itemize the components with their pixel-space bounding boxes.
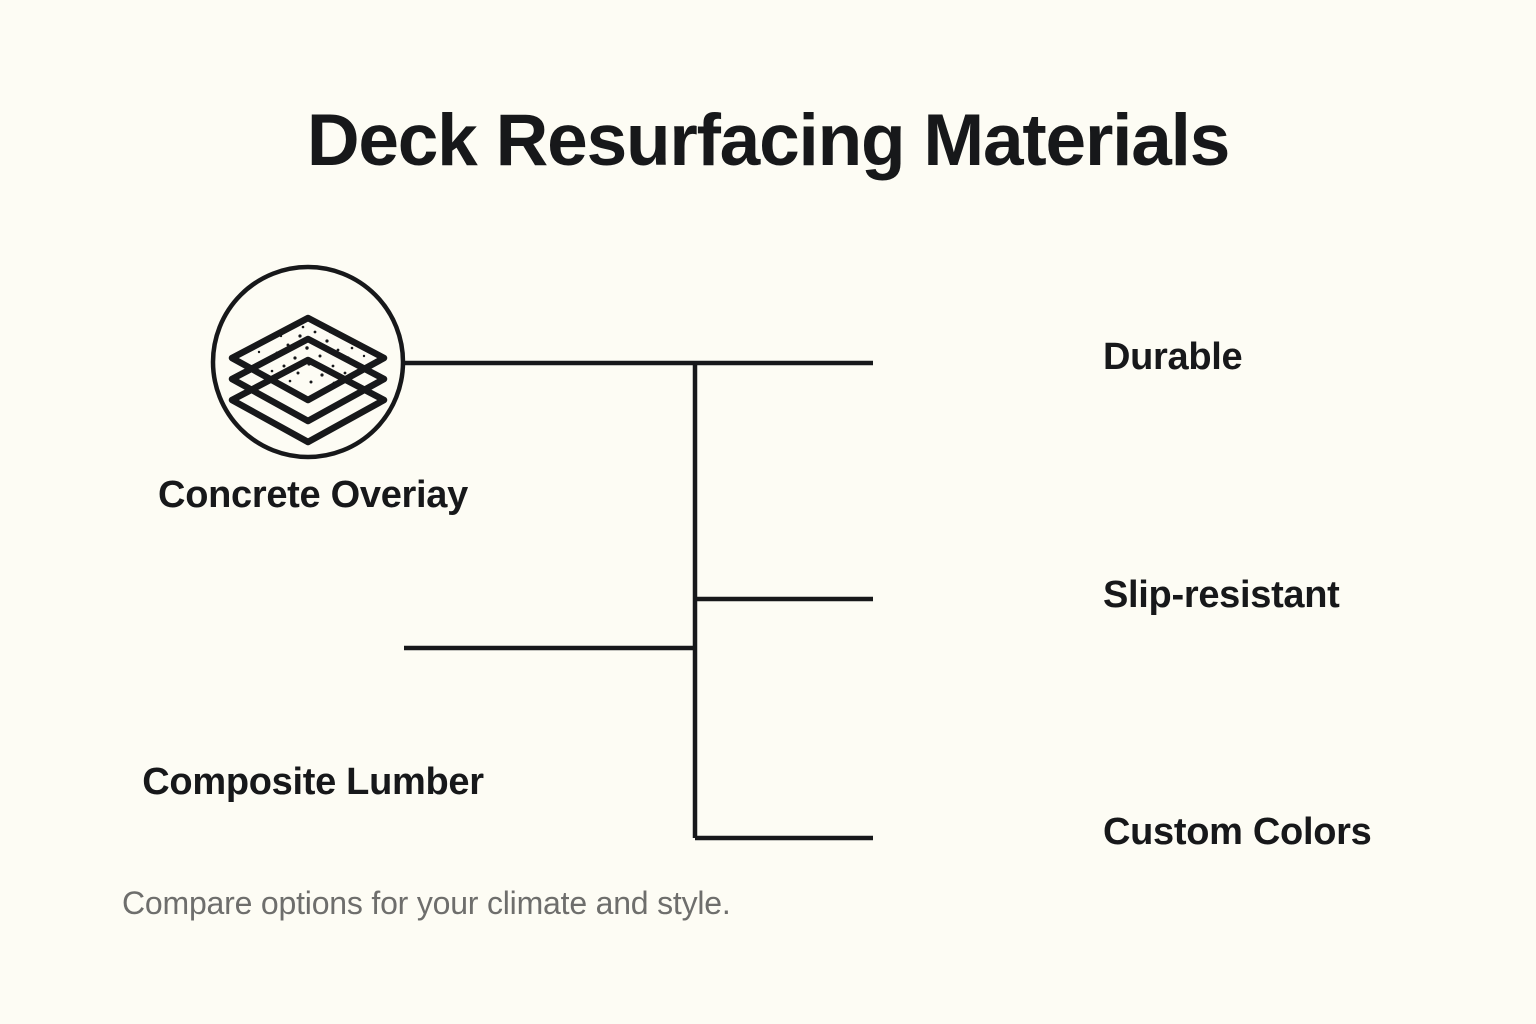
layers-icon-speckles — [257, 325, 366, 385]
layers-icon-middle — [228, 335, 388, 425]
layers-icon — [228, 314, 388, 446]
connector-lines — [404, 360, 873, 841]
node-concrete-overlay[interactable] — [210, 264, 406, 460]
layers-icon-bottom — [228, 356, 388, 446]
concrete-overlay-circle[interactable] — [210, 264, 406, 460]
caption-text: Compare options for your climate and sty… — [122, 885, 731, 921]
label-durable: Durable — [1103, 336, 1243, 378]
label-slip-resistant: Slip-resistant — [1103, 574, 1340, 616]
label-concrete-overlay: Concrete Overiay — [158, 474, 468, 516]
layers-icon-top — [228, 314, 388, 404]
label-custom-colors: Custom Colors — [1103, 811, 1372, 853]
page-title: Deck Resurfacing Materials — [306, 100, 1230, 181]
label-composite-lumber: Composite Lumber — [142, 761, 484, 803]
